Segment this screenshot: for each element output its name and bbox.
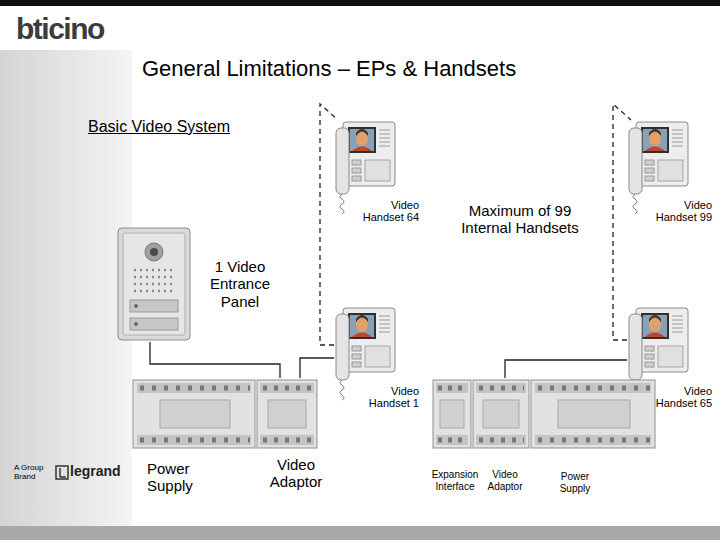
video-adaptor-module [476, 383, 526, 393]
entrance-panel [134, 322, 138, 326]
expansion-interface-module [438, 438, 466, 443]
video-adaptor-module [257, 380, 317, 448]
device-label: Video Handset 99 [650, 199, 712, 224]
device-label: Power Supply [147, 460, 207, 495]
video-adaptor-module [260, 383, 314, 393]
power-supply-module [558, 400, 630, 428]
slide-title: General Limitations – EPs & Handsets [142, 56, 516, 81]
video-adaptor-module [479, 386, 524, 391]
device-label: Video Adaptor [480, 469, 530, 492]
expansion-interface-module [436, 435, 468, 445]
video-handset [336, 122, 395, 214]
entrance-panel [134, 283, 176, 286]
entrance-panel [118, 228, 190, 340]
legrand-logo-mark [56, 466, 68, 479]
video-adaptor-module [479, 438, 524, 443]
text-label: Maximum of 99 Internal Handsets [450, 202, 590, 237]
entrance-panel [134, 290, 176, 293]
bus-wire [300, 358, 334, 378]
power-supply-module [137, 383, 251, 393]
device-label: Expansion Interface [429, 469, 481, 492]
device-label: Power Supply [555, 471, 595, 494]
bus-wire [150, 342, 280, 378]
text-label: Basic Video System [88, 118, 230, 136]
power-supply-module [133, 380, 255, 448]
label-holder: Basic Video System [88, 118, 230, 136]
video-adaptor-module [260, 435, 314, 445]
expansion-interface-module [440, 400, 464, 428]
device-label: Video Adaptor [258, 456, 334, 491]
device-label: 1 Video Entrance Panel [198, 258, 282, 310]
video-adaptor-module [473, 380, 529, 448]
entrance-panel [145, 243, 163, 261]
expansion-interface-module [433, 380, 471, 448]
video-handset [336, 308, 395, 400]
entrance-panel [130, 318, 178, 330]
device: Video Adaptor [257, 378, 335, 490]
label-holder: A Group Brand [14, 463, 52, 481]
device: Video Handset 1 [334, 306, 419, 410]
power-supply-module [538, 386, 650, 391]
expansion-interface-module [436, 383, 468, 393]
device-label: Video Handset 64 [357, 199, 419, 224]
device-label: Video Handset 1 [357, 385, 419, 410]
text-label: bticino [16, 12, 104, 47]
power-supply-module [137, 435, 251, 445]
power-supply-module [133, 380, 255, 448]
power-supply-module [160, 400, 230, 428]
video-handset [629, 122, 688, 214]
entrance-panel [118, 228, 190, 340]
power-supply-module [535, 435, 651, 445]
bus-wire [613, 104, 631, 340]
video-adaptor-module [483, 400, 519, 428]
bus-wire [320, 104, 338, 345]
entrance-panel [130, 300, 178, 312]
entrance-panel [134, 269, 176, 272]
device: Video Adaptor [479, 378, 531, 492]
entrance-panel [134, 304, 138, 308]
top-bar [0, 0, 720, 6]
label-holder: bticino [16, 12, 104, 47]
entrance-panel [134, 276, 176, 279]
bus-wire [505, 360, 627, 378]
power-supply-module [531, 380, 655, 448]
device-label: Video Handset 65 [650, 385, 712, 410]
device: Video Handset 65 [627, 306, 712, 410]
power-supply-module [535, 383, 651, 393]
power-supply-module [140, 438, 250, 443]
text-label: A Group Brand [14, 463, 52, 481]
power-supply-module [538, 438, 650, 443]
bottom-bar [0, 526, 720, 540]
video-adaptor-module [473, 380, 529, 448]
video-adaptor-module [263, 438, 312, 443]
device: Video Handset 64 [334, 120, 419, 224]
device: Power Supply [533, 378, 657, 494]
expansion-interface-module [433, 380, 471, 448]
legrand-logo-mark [56, 466, 68, 479]
device: Expansion Interface [426, 378, 484, 492]
video-adaptor-module [268, 400, 306, 428]
device: Power Supply [131, 378, 257, 494]
device: 1 Video Entrance Panel [116, 226, 286, 342]
legrand-logo-mark [60, 476, 66, 478]
video-adaptor-module [476, 435, 526, 445]
text-label: legrand [70, 463, 121, 479]
video-adaptor-module [263, 386, 312, 391]
label-holder: legrand [70, 463, 121, 479]
expansion-interface-module [438, 386, 466, 391]
entrance-panel [150, 248, 158, 256]
device: Video Handset 99 [627, 120, 712, 224]
entrance-panel [134, 270, 176, 291]
power-supply-module [140, 386, 250, 391]
legrand-logo-mark [59, 468, 61, 477]
entrance-panel [123, 233, 185, 335]
video-adaptor-module [257, 380, 317, 448]
power-supply-module [531, 380, 655, 448]
label-holder: Maximum of 99 Internal Handsets [450, 202, 590, 237]
title-holder: General Limitations – EPs & Handsets [142, 56, 516, 81]
